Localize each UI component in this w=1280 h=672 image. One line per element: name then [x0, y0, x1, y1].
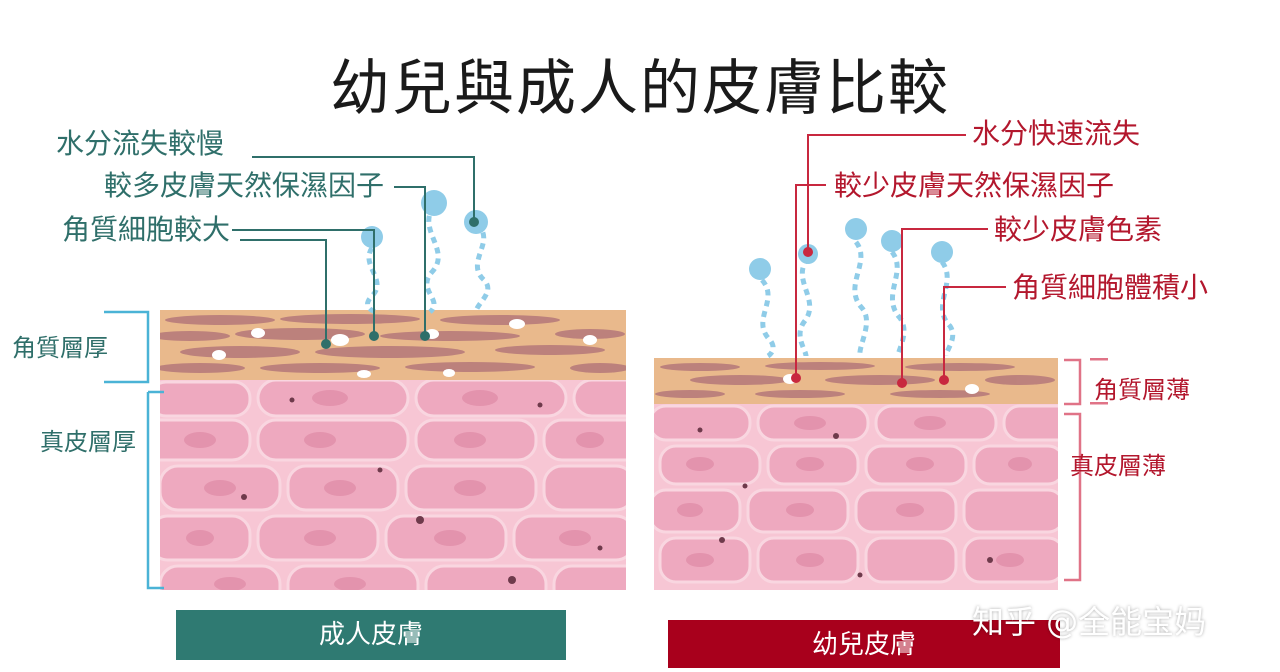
adult-callout-water-loss: 水分流失較慢 — [56, 127, 225, 160]
infant-callout-cell-size: 角質細胞體積小 — [1012, 271, 1209, 304]
infant-callout-water-loss: 水分快速流失 — [972, 117, 1141, 150]
adult-callout-nmf: 較多皮膚天然保濕因子 — [104, 169, 385, 202]
infant-callout-pigment: 較少皮膚色素 — [994, 213, 1163, 246]
infant-callout-nmf: 較少皮膚天然保濕因子 — [834, 169, 1115, 202]
adult-layer-stratum: 角質層厚 — [12, 334, 108, 362]
adult-callout-cell-size: 角質細胞較大 — [62, 213, 231, 246]
adult-skin-cross-section — [160, 310, 626, 590]
infant-water-droplets — [759, 240, 956, 359]
adult-caption: 成人皮膚 — [176, 610, 566, 660]
page-title: 幼兒與成人的皮膚比較 — [330, 54, 950, 124]
watermark-text: 知乎 @全能宝妈 — [972, 603, 1207, 641]
infant-caption: 幼兒皮膚 — [668, 620, 1060, 668]
infant-layer-stratum: 角質層薄 — [1094, 376, 1190, 404]
adult-layer-dermis: 真皮層厚 — [40, 428, 136, 456]
infant-skin-cross-section — [654, 358, 1058, 590]
infant-layer-dermis: 真皮層薄 — [1070, 452, 1166, 480]
adult-water-droplets — [365, 204, 491, 315]
